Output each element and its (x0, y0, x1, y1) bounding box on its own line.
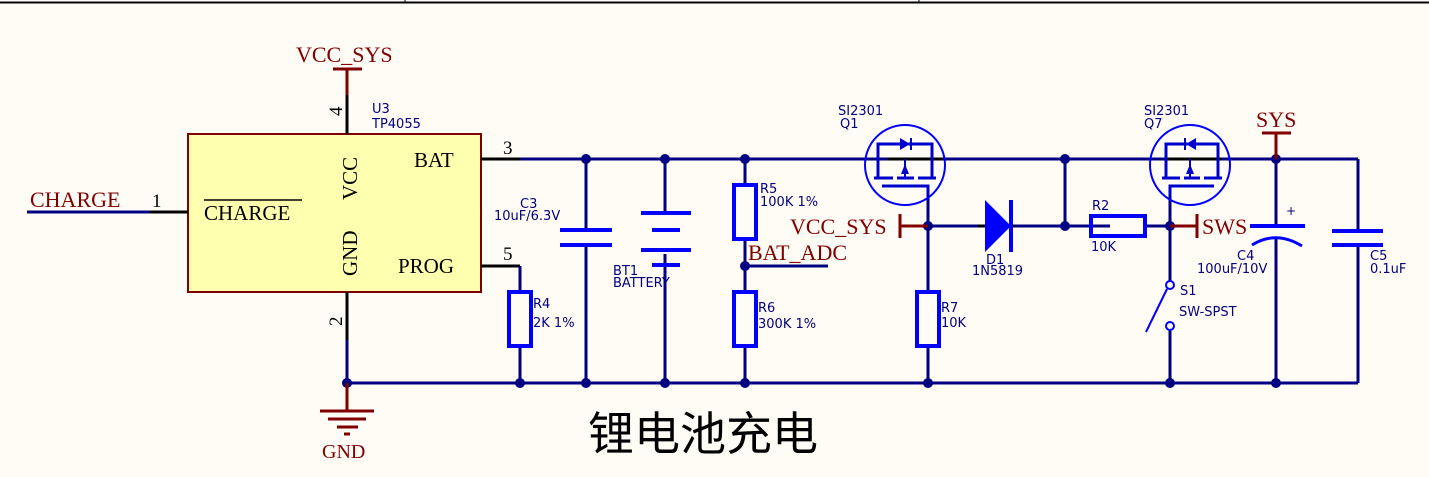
r6-value: 300K 1% (758, 317, 816, 332)
mosfet-q7[interactable]: SI2301 Q7 (1144, 104, 1231, 206)
bt1-value: BATTERY (613, 276, 670, 291)
c3-designator: C3 (520, 197, 537, 212)
capacitor-c4[interactable]: + C4 100uF/10V (1197, 204, 1305, 277)
schematic-title: 锂电池充电 (588, 407, 818, 461)
port-vcc-sys-mid: VCC_SYS (790, 214, 928, 239)
s1-value: SW-SPST (1179, 305, 1237, 320)
power-port-vcc-sys-top: VCC_SYS (296, 42, 393, 95)
pin-name-charge: CHARGE (204, 201, 290, 225)
r6-designator: R6 (758, 301, 775, 316)
c5-value: 0.1uF (1370, 262, 1406, 277)
pin-name-gnd: GND (338, 231, 362, 277)
net-label-sys: SYS (1256, 107, 1296, 132)
r7-designator: R7 (941, 301, 958, 316)
pin-name-bat: BAT (414, 148, 454, 172)
diode-d1[interactable]: D1 1N5819 (972, 200, 1023, 279)
pin-number-3: 3 (503, 138, 513, 159)
q7-value: SI2301 (1144, 104, 1189, 119)
q7-designator: Q7 (1144, 117, 1163, 132)
net-label-bat-adc: BAT_ADC (748, 240, 847, 265)
c4-value: 100uF/10V (1197, 262, 1267, 277)
resistor-r6[interactable]: R6 300K 1% (732, 290, 816, 348)
d1-value: 1N5819 (972, 264, 1023, 279)
r5-designator: R5 (760, 182, 777, 197)
q1-value: SI2301 (838, 104, 883, 119)
capacitor-c5[interactable]: C5 0.1uF (1332, 229, 1406, 277)
q1-designator: Q1 (840, 117, 859, 132)
port-sws: SWS (1170, 214, 1247, 239)
ic-body[interactable] (187, 133, 482, 293)
net-label-gnd: GND (322, 441, 365, 463)
c5-designator: C5 (1370, 249, 1387, 264)
bt1-designator: BT1 (613, 264, 638, 279)
pin-name-vcc: VCC (338, 157, 362, 200)
power-port-sys: SYS (1256, 107, 1296, 159)
c4-designator: C4 (1237, 249, 1254, 264)
pin-number-1: 1 (152, 191, 162, 212)
c3-value: 10uF/6.3V (494, 209, 560, 224)
pin-number-5: 5 (503, 244, 513, 265)
resistor-r7[interactable]: R7 10K (915, 290, 967, 348)
resistor-r2[interactable]: R2 10K (1089, 199, 1147, 255)
net-label-vcc-sys: VCC_SYS (296, 42, 393, 67)
pin-name-prog: PROG (398, 254, 454, 278)
junctions (342, 154, 1281, 388)
net-label-bat-adc-group: BAT_ADC (748, 240, 847, 265)
net-label-charge-group: CHARGE (30, 187, 120, 212)
r4-value: 2K 1% (533, 316, 575, 331)
gnd-symbol: GND (320, 383, 374, 463)
pin-number-2: 2 (326, 317, 347, 327)
s1-designator: S1 (1180, 284, 1197, 299)
switch-s1[interactable]: S1 SW-SPST (1145, 280, 1237, 333)
net-label-charge: CHARGE (30, 187, 120, 212)
net-label-sws: SWS (1202, 214, 1247, 239)
ic-u3[interactable]: U3 TP4055 BAT PROG CHARGE VCC GND 3 5 1 … (150, 95, 520, 340)
pin-number-4: 4 (326, 106, 347, 116)
resistor-r5[interactable]: R5 100K 1% (732, 182, 818, 241)
r7-value: 10K (941, 316, 967, 331)
r2-value: 10K (1091, 240, 1117, 255)
d1-designator: D1 (986, 253, 1004, 268)
ic-designator: U3 (372, 102, 390, 117)
mosfet-q1[interactable]: SI2301 Q1 (838, 104, 946, 206)
r2-designator: R2 (1092, 199, 1109, 214)
r4-designator: R4 (533, 297, 550, 312)
net-label-vcc-sys-mid: VCC_SYS (790, 214, 887, 239)
sheet-frame (0, 0, 1429, 4)
capacitor-c3[interactable]: C3 10uF/6.3V (494, 197, 612, 247)
c4-polarity: + (1286, 204, 1296, 218)
ic-part: TP4055 (371, 117, 421, 132)
r5-value: 100K 1% (760, 195, 818, 210)
battery-bt1[interactable]: BT1 BATTERY (613, 211, 691, 291)
resistor-r4[interactable]: R4 2K 1% (507, 290, 575, 348)
